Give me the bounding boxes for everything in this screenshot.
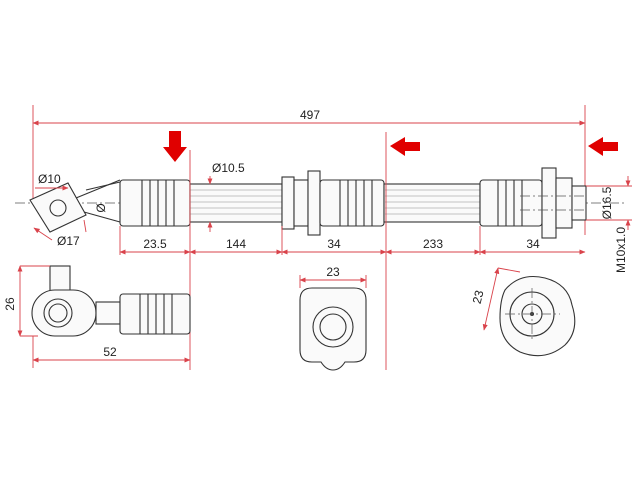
bracket-width-label: 23 xyxy=(326,265,340,279)
diameter-callouts: Ø10 Ø17 Ø Ø10.5 Ø16.5 M10x1.0 xyxy=(33,161,632,273)
banjo-length-label: 52 xyxy=(103,345,117,359)
end-fitting-diameter-label: Ø16.5 xyxy=(600,186,614,219)
banjo-height-label: 26 xyxy=(3,297,17,311)
banjo-hole-label: Ø10 xyxy=(38,172,61,186)
middle-bracket-fitting xyxy=(281,170,385,236)
banjo-outer-label: Ø17 xyxy=(57,234,80,248)
hose-diameter-label: Ø10.5 xyxy=(212,161,245,175)
overall-length-label: 497 xyxy=(300,108,320,122)
seg-middle-fitting-label: 34 xyxy=(327,237,341,251)
seg-hose-1-label: 144 xyxy=(226,237,246,251)
bracket-end-view: 23 xyxy=(299,265,367,371)
segment-dimensions: 23.5 144 34 233 34 xyxy=(119,237,586,255)
banjo-top-view: 26 52 xyxy=(3,265,191,368)
end-fitting xyxy=(479,167,587,239)
rubber-hose-section-1 xyxy=(189,183,283,223)
rubber-hose-section-2 xyxy=(383,183,481,223)
seg-end-fitting-label: 34 xyxy=(526,237,540,251)
bolt-diameter-label: Ø xyxy=(94,203,108,212)
end-fitting-end-view: 23 xyxy=(470,267,576,357)
red-left-arrow-icon xyxy=(588,137,618,156)
seg-fitting-1-label: 23.5 xyxy=(143,237,167,251)
banjo-fitting xyxy=(29,179,121,233)
red-left-arrow-icon xyxy=(390,137,420,156)
overall-length-dimension: 497 xyxy=(32,105,586,235)
bracket-end-width-label: 23 xyxy=(470,289,487,306)
crimp-fitting-left xyxy=(119,179,191,227)
red-down-arrow-icon xyxy=(163,131,187,162)
thread-label: M10x1.0 xyxy=(614,227,628,273)
seg-hose-2-label: 233 xyxy=(423,237,443,251)
